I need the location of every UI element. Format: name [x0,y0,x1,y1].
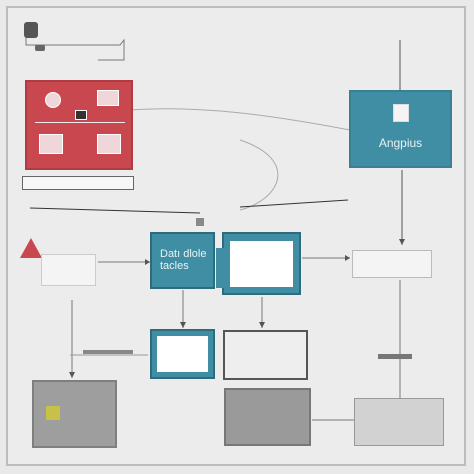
document-icon [39,134,63,154]
left-label-bar [83,350,133,354]
main-card [222,232,301,295]
connector-mid-horizontal [29,207,201,214]
sub-right-block [223,330,308,380]
bottom-left-block [32,380,117,448]
database-label: Datı dlole tacles [160,248,207,272]
connector-red-to-blue [129,108,351,131]
list-icon [393,104,409,122]
window-icon [97,134,121,154]
database-block: Datı dlole tacles [150,232,215,289]
bottom-right-block [354,398,444,446]
chat-icon [97,90,119,106]
small-device-icon [75,110,87,120]
chip-icon [196,218,204,226]
divider [35,122,125,123]
sub-left-block [150,329,215,379]
right-card [352,250,432,278]
server-icon [24,22,38,38]
angpius-panel: Angpius [349,90,452,168]
connector-curve [239,139,279,211]
bottom-mid-block [224,388,311,446]
connector-mid-right [239,199,349,208]
main-card-body [229,240,294,288]
angpius-label: Angpius [378,136,423,150]
stack-icon [46,406,60,420]
link-bar [216,248,224,288]
sub-left-body [157,336,208,372]
connector-top-left [25,30,125,61]
left-card [41,254,96,286]
caption-box [22,176,134,190]
right-label-bar [378,354,412,359]
red-panel [25,80,133,170]
signal-icon [45,92,61,108]
plug-icon [35,45,45,51]
